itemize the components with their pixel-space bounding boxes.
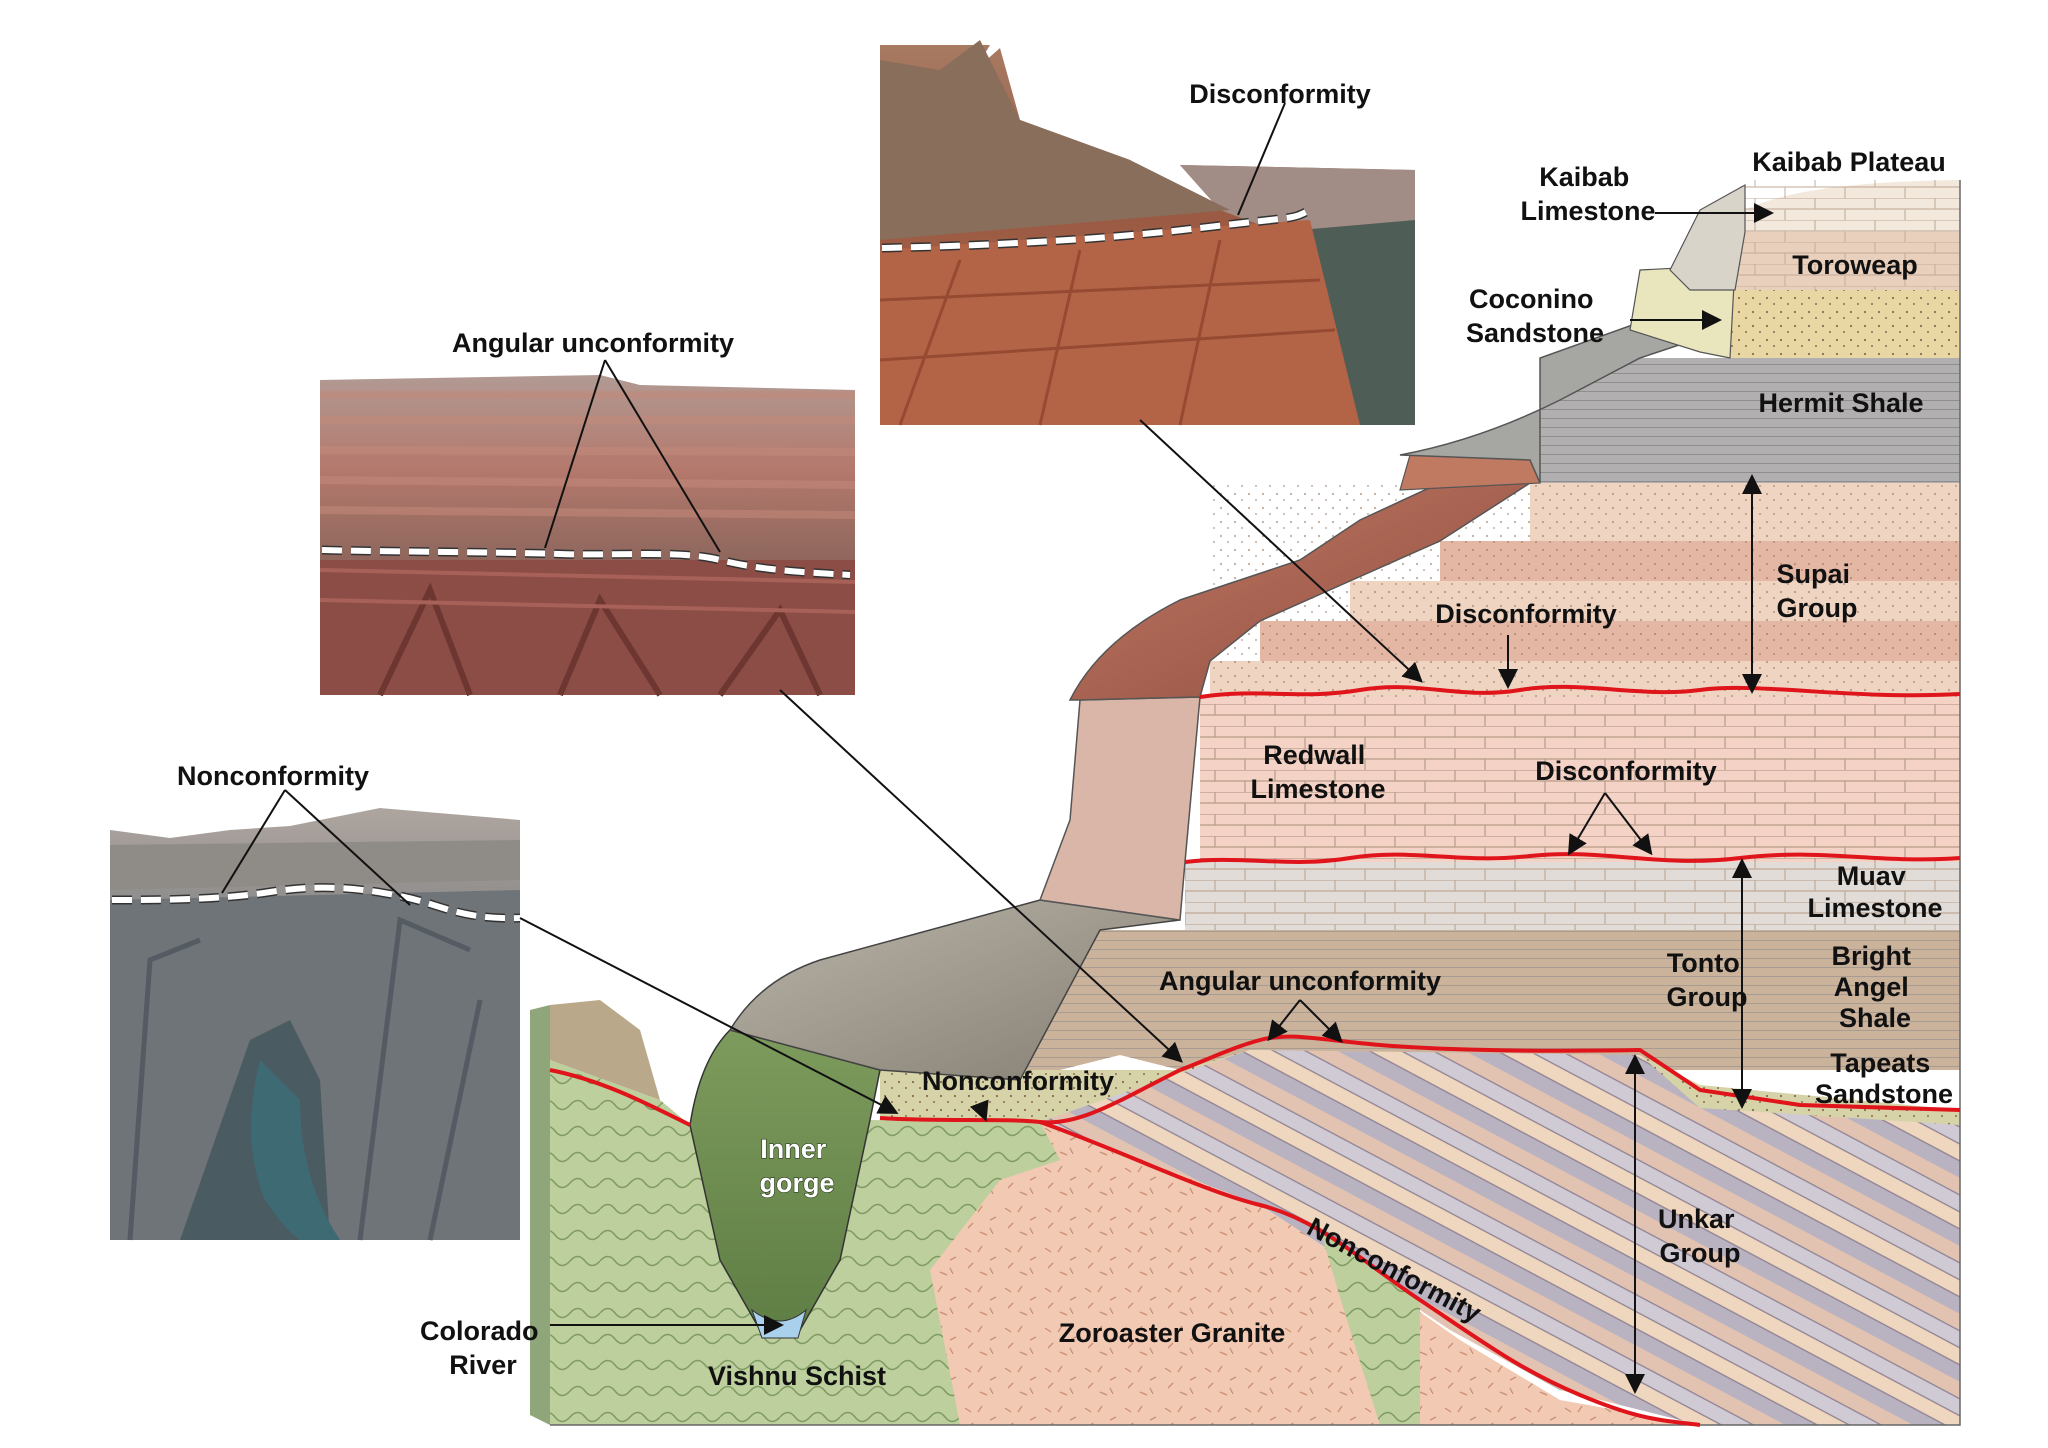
photo-disconformity (879, 40, 1415, 426)
layer-unkar-group (1040, 1050, 1960, 1425)
label-supai-group: Supai Group (1776, 559, 1857, 623)
label-kaibab-limestone: Kaibab Limestone (1520, 162, 1655, 226)
canyon-wall (728, 183, 1746, 1081)
block-diagram (530, 180, 1961, 1427)
disconformity-line-redwall (1184, 852, 1961, 864)
label-disconformity-redwall: Disconformity (1535, 756, 1717, 786)
label-angular-unconformity: Angular unconformity (1159, 966, 1441, 996)
labels: Disconformity Angular unconformity Nonco… (177, 79, 1953, 1391)
label-disconformity-supai: Disconformity (1435, 599, 1617, 629)
layer-supai-group (1210, 483, 1960, 697)
label-bright-angel-shale: Bright Angel Shale (1832, 941, 1919, 1033)
label-muav-limestone: Muav Limestone (1807, 861, 1942, 923)
label-colorado-river: Colorado River (420, 1316, 546, 1380)
label-kaibab-plateau: Kaibab Plateau (1752, 147, 1946, 177)
label-zoroaster-granite: Zoroaster Granite (1059, 1318, 1286, 1348)
inner-gorge (689, 1029, 881, 1331)
label-tonto-group: Tonto Group (1667, 948, 1748, 1012)
label-inner-gorge: Inner gorge (759, 1134, 834, 1198)
label-coconino-sandstone: Coconino Sandstone (1466, 284, 1604, 348)
angular-unconformity-line (1179, 1034, 1961, 1112)
photo-angular-unconformity-label: Angular unconformity (452, 328, 734, 358)
label-toroweap: Toroweap (1792, 250, 1918, 280)
label-vishnu-schist: Vishnu Schist (708, 1361, 886, 1391)
label-tapeats-sandstone: Tapeats Sandstone (1815, 1048, 1953, 1109)
photo-nonconformity-dashed-line (111, 884, 521, 922)
photo-disconformity-label: Disconformity (1189, 79, 1371, 109)
nonconformity-line-diagonal (1039, 1120, 1701, 1427)
photo-nonconformity-label: Nonconformity (177, 761, 369, 791)
label-unkar-group: Unkar Group (1658, 1204, 1742, 1268)
label-redwall-limestone: Redwall Limestone (1250, 740, 1385, 804)
photo-angular-dashed-line (321, 547, 851, 578)
leader-lines (221, 102, 1774, 1394)
photo-disconformity-dashed-line (881, 207, 1312, 251)
strata-face (530, 180, 1960, 1425)
label-hermit-shale: Hermit Shale (1758, 388, 1923, 418)
disconformity-line-supai (1199, 684, 1961, 699)
photo-angular-unconformity (319, 375, 856, 697)
label-nonconformity-left: Nonconformity (922, 1066, 1114, 1096)
photo-nonconformity (110, 800, 521, 1241)
